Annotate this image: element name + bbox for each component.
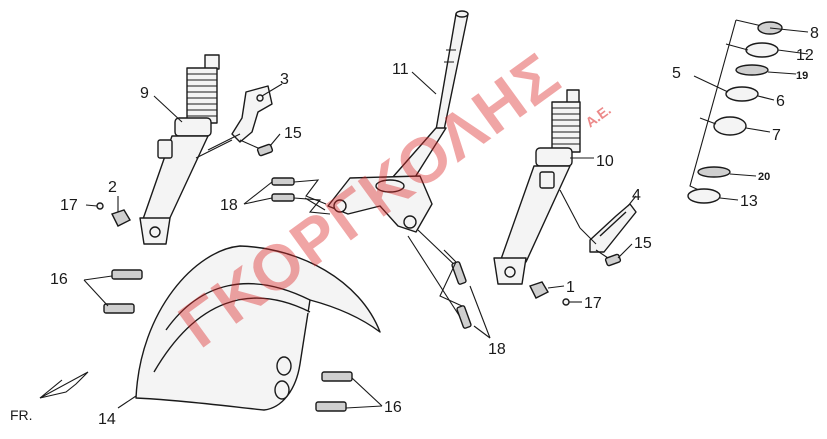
bolts-16-right <box>315 371 383 412</box>
callout-1: 1 <box>566 279 575 296</box>
callout-10: 10 <box>596 153 614 170</box>
watermark-suffix: Α.Ε. <box>582 101 613 130</box>
bolts-18-lower <box>439 249 472 329</box>
bolts-16-left <box>83 269 143 314</box>
left-brake-bracket <box>195 85 273 159</box>
direction-label: FR. <box>10 407 33 423</box>
callout-18-upper: 18 <box>220 197 238 214</box>
callout-7: 7 <box>772 127 781 144</box>
right-brake-bracket <box>559 189 637 253</box>
left-fork-thread <box>187 73 217 117</box>
bolt-15-right <box>595 249 622 267</box>
callout-14: 14 <box>98 411 116 428</box>
callout-6: 6 <box>776 93 785 110</box>
washer-17-right <box>562 298 582 306</box>
callout-20: 20 <box>758 171 770 183</box>
bolts-18-upper <box>271 177 331 215</box>
nut-2-left <box>111 196 131 227</box>
callout-17-right: 17 <box>584 295 602 312</box>
ball-retainer-19 <box>735 64 769 76</box>
bearing-stack <box>687 19 809 204</box>
callout-12: 12 <box>796 47 814 64</box>
callout-8: 8 <box>810 25 819 42</box>
left-fork-leg <box>139 54 220 245</box>
callout-15-left: 15 <box>284 125 302 142</box>
callout-19: 19 <box>796 70 808 82</box>
callout-11: 11 <box>392 61 409 78</box>
callout-5: 5 <box>672 65 681 82</box>
callout-4: 4 <box>632 187 641 204</box>
callout-9: 9 <box>140 85 149 102</box>
callout-16-left: 16 <box>50 271 68 288</box>
callout-16-right: 16 <box>384 399 402 416</box>
bolt-15-left <box>239 139 274 157</box>
callout-13: 13 <box>740 193 758 210</box>
callout-18-lower: 18 <box>488 341 506 358</box>
callout-15-right: 15 <box>634 235 652 252</box>
front-fender <box>135 245 381 411</box>
right-fork-leg <box>493 89 581 285</box>
steering-stem <box>304 10 469 321</box>
callout-3: 3 <box>280 71 289 88</box>
nut-1-right <box>529 281 565 299</box>
callout-2: 2 <box>108 179 117 196</box>
front-direction-arrow <box>39 371 89 399</box>
right-fork-thread <box>552 107 580 145</box>
ball-retainer-20 <box>697 166 731 178</box>
callout-17-left: 17 <box>60 197 78 214</box>
washer-17-left <box>85 202 104 210</box>
